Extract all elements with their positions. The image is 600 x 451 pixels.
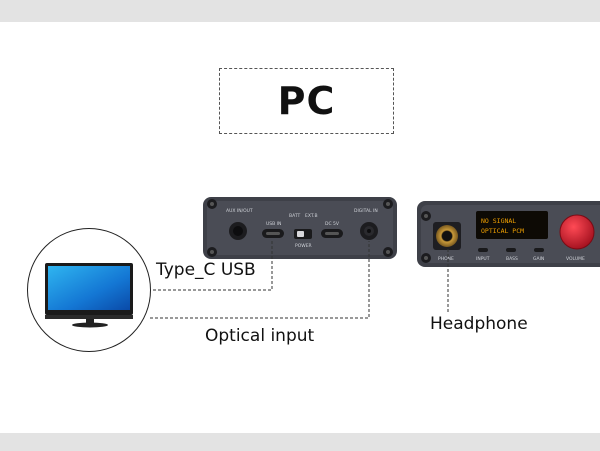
headphone-jack xyxy=(433,222,461,250)
optical-input-label: Optical input xyxy=(205,326,315,346)
device-back-panel: AUX IN/OUT USB IN BATT EXT.B POWER DC 5V… xyxy=(203,197,397,259)
usb-port-label: USB IN xyxy=(266,221,281,227)
typec-usb-label: Type_C USB xyxy=(156,260,256,280)
optical-connection-line xyxy=(150,241,370,319)
source-title-box: PC xyxy=(219,68,394,134)
aux-jack xyxy=(229,222,247,240)
device-front-panel: PHONE NO SIGNAL OPTICAL PCM INPUT BASS G… xyxy=(417,201,600,267)
batt-label: BATT xyxy=(289,213,300,219)
input-knob xyxy=(478,248,488,252)
usb-c-port xyxy=(262,229,284,238)
dc-port-label: DC 5V xyxy=(325,221,340,227)
display-screen: NO SIGNAL OPTICAL PCM xyxy=(476,211,548,239)
power-switch xyxy=(294,229,312,239)
bass-knob xyxy=(506,248,516,252)
phone-label: PHONE xyxy=(438,256,454,262)
top-band xyxy=(0,0,600,22)
extb-label: EXT.B xyxy=(305,213,318,219)
monitor-icon xyxy=(45,263,133,328)
optical-jack xyxy=(360,222,378,240)
display-line-2: OPTICAL PCM xyxy=(481,227,524,235)
volume-label: VOLUME xyxy=(566,256,585,262)
power-label: POWER xyxy=(295,243,312,249)
gain-knob xyxy=(534,248,544,252)
source-title: PC xyxy=(277,79,336,123)
display-line-1: NO SIGNAL xyxy=(481,217,516,225)
input-label: INPUT xyxy=(476,256,490,262)
typec-connection-line xyxy=(153,239,273,291)
bottom-band xyxy=(0,433,600,451)
headphone-label: Headphone xyxy=(430,314,528,334)
dc-usb-port xyxy=(321,229,343,238)
digital-port-label: DIGITAL IN xyxy=(354,208,378,214)
bass-label: BASS xyxy=(506,256,518,262)
volume-knob xyxy=(559,214,595,250)
gain-label: GAIN xyxy=(533,256,544,262)
aux-port-label: AUX IN/OUT xyxy=(226,208,253,214)
